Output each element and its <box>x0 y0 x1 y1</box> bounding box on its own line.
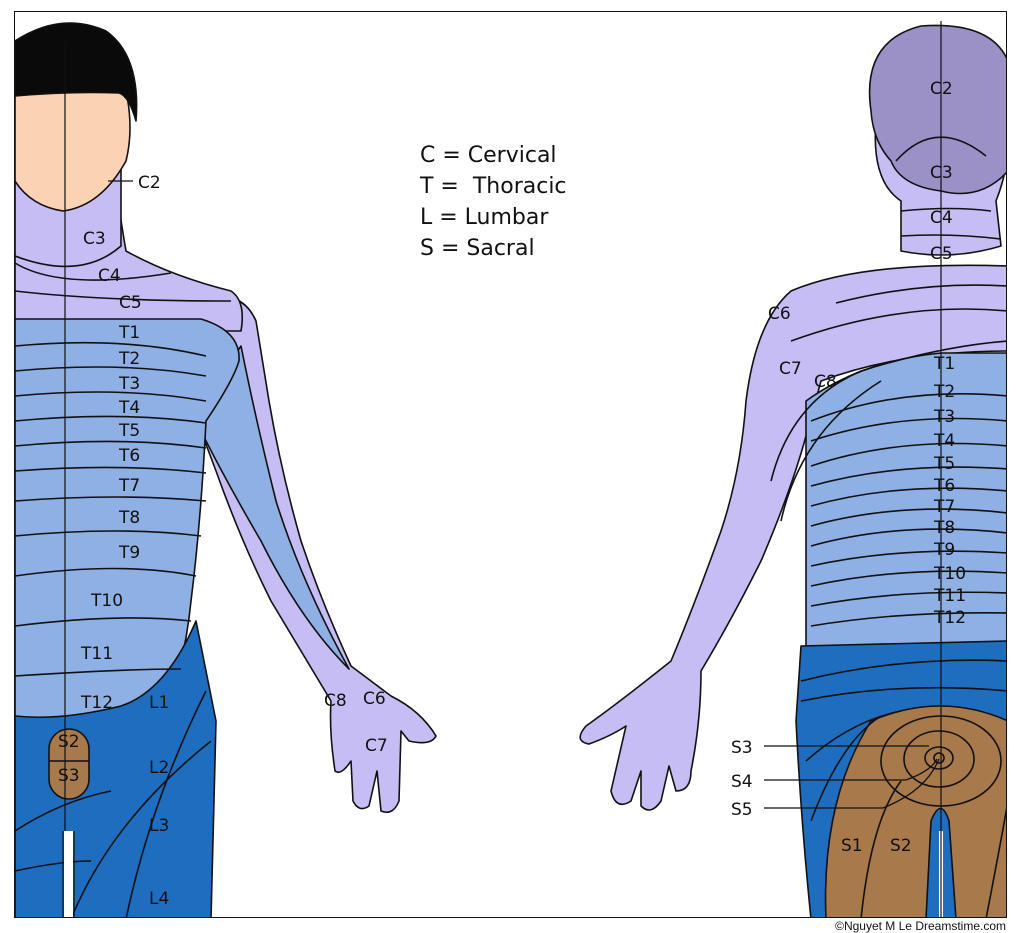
front-arm-thoracic-strip <box>200 345 350 670</box>
front-label-t8: T8 <box>118 508 140 528</box>
front-label-t1: T1 <box>118 323 140 343</box>
front-label-c8-hand: C8 <box>324 691 347 711</box>
front-label-l2: L2 <box>149 758 169 778</box>
legend-thoracic: T = Thoracic <box>420 174 567 199</box>
back-label-c3: C3 <box>930 163 953 183</box>
front-sacral-patch <box>48 728 90 800</box>
front-label-s2: S2 <box>58 732 80 752</box>
front-label-t4: T4 <box>118 398 140 418</box>
front-label-c6-hand: C6 <box>363 689 386 709</box>
back-label-c6: C6 <box>768 304 791 324</box>
front-label-t10: T10 <box>90 591 123 611</box>
back-label-t6: T6 <box>933 476 955 496</box>
back-label-s3: S3 <box>731 738 753 758</box>
back-label-t12: T12 <box>933 608 966 628</box>
legend-sacral: S = Sacral <box>420 236 535 261</box>
front-label-t12: T12 <box>80 693 113 713</box>
back-label-t7: T7 <box>933 497 955 517</box>
back-labels: C2 C3 C4 C5 C6 C7 C8 T1 T2 T3 T4 T5 T6 T… <box>731 79 966 856</box>
front-face <box>15 70 131 212</box>
front-label-t2: T2 <box>118 349 140 369</box>
back-label-c8: C8 <box>814 372 837 392</box>
front-label-t11: T11 <box>80 644 113 664</box>
sacral-ring-mid <box>903 730 975 788</box>
back-head <box>868 24 1006 195</box>
front-label-s3: S3 <box>58 766 80 786</box>
front-label-c2: C2 <box>138 173 161 193</box>
legend: C = Cervical T = Thoracic L = Lumbar S =… <box>420 140 567 264</box>
front-label-t5: T5 <box>118 421 140 441</box>
back-label-s1: S1 <box>841 836 863 856</box>
back-label-c2: C2 <box>930 79 953 99</box>
back-label-t11: T11 <box>933 586 966 606</box>
back-label-t4: T4 <box>933 431 955 451</box>
front-hair <box>15 22 138 122</box>
image-credit: ©Nguyet M Le Dreamstime.com <box>835 919 1006 933</box>
back-label-s5: S5 <box>731 800 753 820</box>
back-label-c4: C4 <box>930 208 953 228</box>
back-label-c5: C5 <box>930 244 953 264</box>
back-label-t10: T10 <box>933 564 966 584</box>
back-label-c7: C7 <box>779 359 802 379</box>
front-label-l1: L1 <box>149 693 169 713</box>
legend-cervical: C = Cervical <box>420 143 557 168</box>
front-view <box>15 22 437 917</box>
front-label-t6: T6 <box>118 446 140 466</box>
back-label-s4: S4 <box>731 772 753 792</box>
back-label-t1: T1 <box>933 354 955 374</box>
diagram-frame: C2 C3 C4 C5 T1 T2 T3 T4 T5 T6 T7 T8 T9 T… <box>14 11 1007 918</box>
back-label-t5: T5 <box>933 454 955 474</box>
back-label-s2: S2 <box>890 836 912 856</box>
front-label-l4: L4 <box>149 889 169 909</box>
front-label-c7-hand: C7 <box>365 736 388 756</box>
front-label-l3: L3 <box>149 816 169 836</box>
front-label-c3: C3 <box>83 229 106 249</box>
front-label-c5: C5 <box>119 293 142 313</box>
front-band-lines <box>15 262 232 917</box>
back-label-t9: T9 <box>933 540 955 560</box>
legend-lumbar: L = Lumbar <box>420 205 549 230</box>
front-label-t3: T3 <box>118 374 140 394</box>
dermatome-diagram: C2 C3 C4 C5 T1 T2 T3 T4 T5 T6 T7 T8 T9 T… <box>15 21 1006 917</box>
back-arm-cervical <box>579 264 1006 811</box>
back-label-t3: T3 <box>933 407 955 427</box>
back-label-t8: T8 <box>933 518 955 538</box>
back-label-t2: T2 <box>933 382 955 402</box>
front-label-c4: C4 <box>98 266 121 286</box>
sacral-ring-inner <box>924 746 954 770</box>
front-label-t9: T9 <box>118 543 140 563</box>
back-sacral <box>824 705 1006 917</box>
front-labels: C2 C3 C4 C5 T1 T2 T3 T4 T5 T6 T7 T8 T9 T… <box>58 173 388 909</box>
back-band-lines <box>770 284 1006 917</box>
front-label-t7: T7 <box>118 476 140 496</box>
back-view <box>579 21 1006 917</box>
